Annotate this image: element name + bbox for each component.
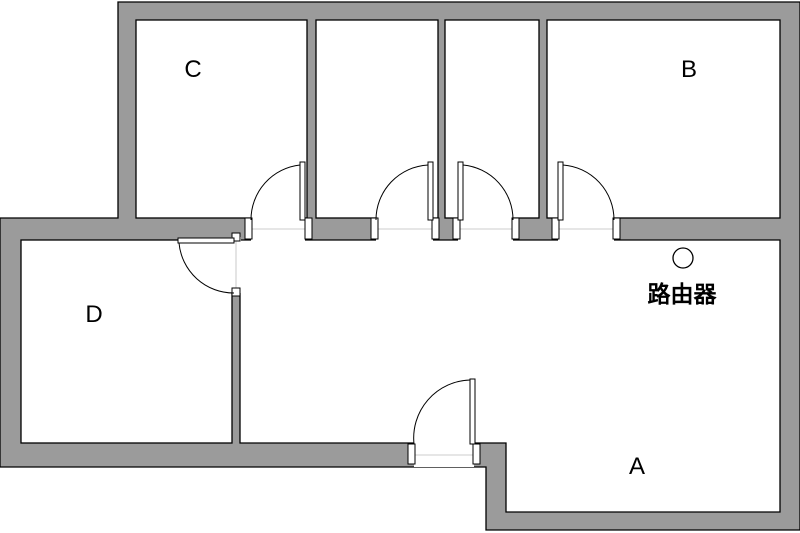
router-label: 路由器 (648, 281, 718, 308)
door-b (557, 161, 615, 221)
room-a-floor (239, 239, 781, 513)
room-d-floor (20, 239, 233, 444)
room-label-c: C (184, 56, 201, 83)
room-c-floor (135, 19, 308, 219)
room-b-floor (546, 19, 781, 219)
door-c (250, 161, 306, 221)
door-d (177, 237, 235, 294)
room-label-d: D (85, 301, 102, 328)
door-corridor-1 (375, 161, 434, 221)
room-label-a: A (629, 453, 645, 480)
door-opening-a (414, 442, 474, 467)
room-corridor-1-floor (315, 19, 439, 219)
room-label-b: B (681, 56, 697, 83)
door-corridor-2 (457, 161, 514, 221)
door-jambs (231, 217, 621, 465)
router-icon (672, 247, 694, 269)
door-thresholds (235, 228, 614, 456)
door-a (413, 378, 476, 445)
